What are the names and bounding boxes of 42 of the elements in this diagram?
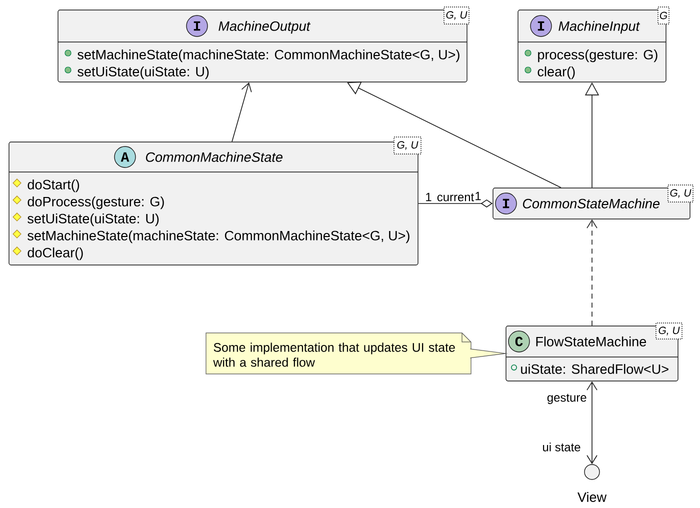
letter-badge: C <box>508 330 530 352</box>
method-text: doStart() <box>28 179 80 192</box>
letter-badge: A <box>114 146 136 168</box>
class-name: CommonMachineState <box>146 152 282 162</box>
method-text: doProcess(gesture: G) <box>28 196 164 210</box>
class-name: MachineOutput <box>218 20 311 34</box>
arrow <box>232 82 252 142</box>
role-label: ui state <box>543 442 580 452</box>
multiplicity-label: 1 <box>426 192 432 202</box>
class-box <box>518 6 670 82</box>
type-parameter-box: G, U <box>668 184 694 202</box>
type-parameter-box: G, U <box>444 6 470 24</box>
letter-badge: I <box>495 192 517 214</box>
note: Some implementation that updates UI state with a shared flow <box>206 332 472 374</box>
method-text: clear() <box>538 66 575 80</box>
method-text: setMachineState(machineState: CommonMachineState<G, U>) <box>28 230 410 244</box>
multiplicity-label: 1 <box>476 192 481 200</box>
type-parameter-box: G, U <box>394 136 422 154</box>
dashed-arrow <box>586 219 598 326</box>
double-arrow <box>586 381 598 464</box>
note-connector <box>470 348 508 358</box>
arrow <box>347 82 562 188</box>
class-box <box>8 136 422 266</box>
letter-badge: I <box>530 15 552 37</box>
method-text: doClear() <box>28 247 83 260</box>
method-text: process(gesture: G) <box>538 49 658 62</box>
class-name: CommonStateMachine <box>522 198 660 208</box>
type-parameter-box: G, U <box>656 322 682 340</box>
type-parameter-box: G <box>658 6 670 24</box>
caption-text: View <box>578 492 607 502</box>
edge-label: current <box>436 192 476 202</box>
class-box <box>58 6 470 82</box>
class-box <box>492 184 694 220</box>
field-text: uiState: SharedFlow<U> <box>521 364 668 374</box>
class-name: MachineInput <box>558 20 640 34</box>
class-box <box>506 322 682 382</box>
method-text: setUiState(uiState: U) <box>28 213 159 226</box>
letter-badge: I <box>186 15 208 37</box>
role-label: gesture <box>547 394 586 404</box>
method-text: setUiState(uiState: U) <box>78 66 209 80</box>
class-name: FlowStateMachine <box>536 336 646 346</box>
method-text: setMachineState(machineState: CommonMachineState<G, U>) <box>78 49 460 62</box>
